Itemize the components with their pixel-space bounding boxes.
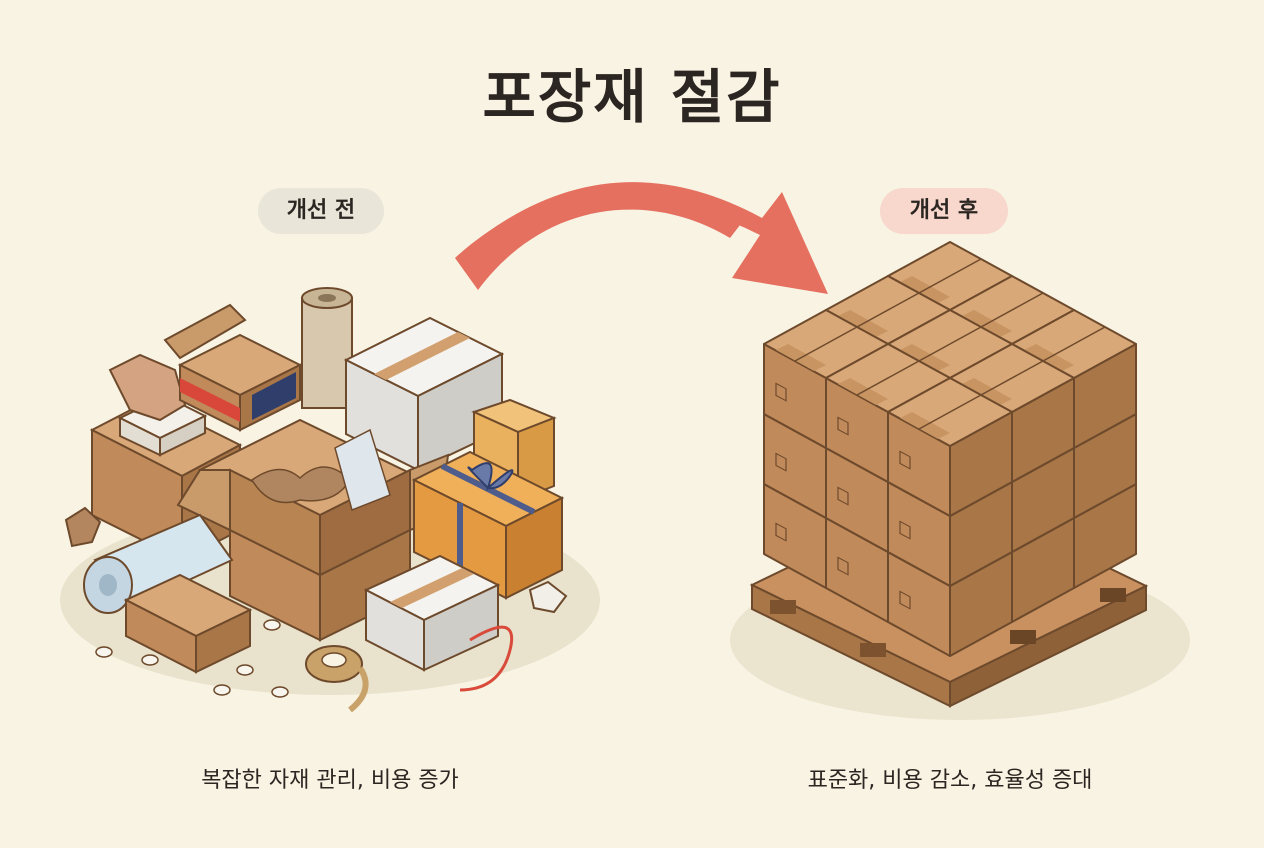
after-caption: 표준화, 비용 감소, 효율성 증대 [807, 768, 1093, 793]
before-label: 개선 전 [258, 188, 384, 234]
curved-arrow-icon [455, 182, 828, 294]
gift-box-icon [411, 450, 565, 600]
after-label: 개선 후 [880, 188, 1008, 234]
page-title: 포장재 절감 [482, 63, 782, 131]
bubble-wrap-icon [83, 513, 234, 614]
organized-pallet [730, 241, 1190, 720]
messy-materials [60, 287, 600, 713]
before-caption: 복잡한 자재 관리, 비용 증가 [201, 768, 459, 793]
tape-roll-icon [305, 645, 369, 713]
